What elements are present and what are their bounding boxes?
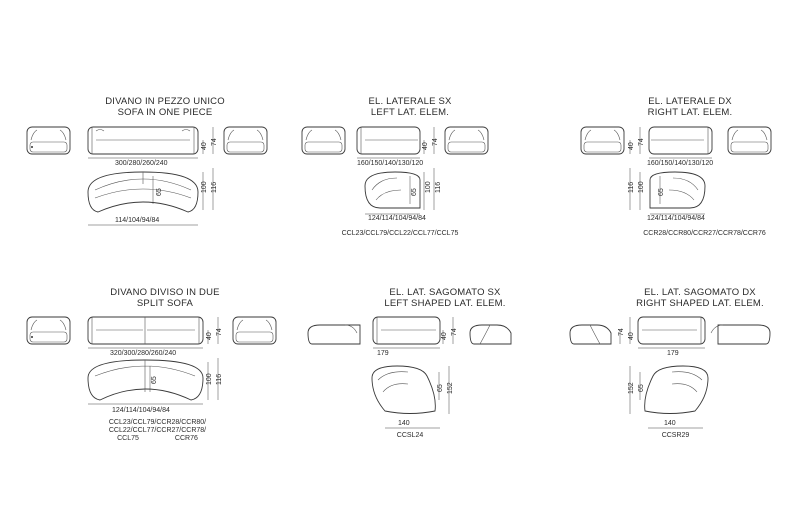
dim-width: 179	[667, 350, 679, 357]
panel-title-right-shaped: EL. LAT. SAGOMATO DX RIGHT SHAPED LAT. E…	[625, 287, 775, 309]
dim-d65: 65	[151, 376, 158, 384]
model-codes: CCR28/CCR80/CCR27/CCR78/CCR76	[643, 230, 766, 237]
model-codes: CCL23/CCL79/CCL22/CCL77/CCL75	[341, 230, 459, 237]
dim-h74: 74	[216, 328, 223, 336]
dim-d65: 65	[156, 188, 163, 196]
code-left: CCL75	[117, 435, 139, 442]
panel-title-right-lat: EL. LATERALE DX RIGHT LAT. ELEM.	[625, 96, 755, 118]
dim-d65: 65	[411, 188, 418, 196]
dim-d152: 152	[628, 382, 635, 394]
model-codes: CCSR29	[661, 432, 690, 439]
dim-h74: 74	[211, 138, 218, 146]
dim-depth: 140	[664, 420, 676, 427]
title-line-it: EL. LATERALE SX	[368, 96, 452, 107]
title-line-en: SOFA IN ONE PIECE	[117, 107, 213, 118]
dim-h40: 40	[201, 142, 208, 150]
dim-h40: 40	[628, 332, 635, 340]
model-codes: CCL23/CCL79/CCR28/CCR80/ CCL22/CCL77/CCR…	[95, 419, 220, 443]
dim-depth: 124/114/104/94/84	[368, 215, 426, 222]
dim-width: 320/300/280/260/240	[110, 350, 176, 357]
code-right: CCR76	[174, 435, 198, 442]
dim-d152: 152	[447, 382, 454, 394]
title-line-it: DIVANO DIVISO IN DUE	[110, 287, 220, 298]
dim-h74: 74	[451, 328, 458, 336]
dim-d116: 116	[216, 374, 223, 385]
dim-d65: 65	[638, 384, 645, 392]
dim-d100: 100	[201, 181, 208, 193]
dim-width: 300/280/260/240	[115, 160, 168, 167]
dim-h74: 74	[618, 328, 625, 336]
dim-width: 179	[377, 350, 389, 357]
panel-title-sofa-one-piece: DIVANO IN PEZZO UNICO SOFA IN ONE PIECE	[90, 96, 240, 118]
dim-d100: 100	[638, 181, 645, 193]
dim-width: 160/150/140/130/120	[647, 160, 713, 167]
dim-h40: 40	[422, 142, 429, 150]
panel-title-split-sofa: DIVANO DIVISO IN DUE SPLIT SOFA	[95, 287, 235, 309]
title-line-en: LEFT SHAPED LAT. ELEM.	[384, 298, 506, 309]
codes-line: CCL22/CCL77/CCR27/CCR78/	[108, 427, 207, 434]
title-line-it: EL. LATERALE DX	[648, 96, 732, 107]
dim-h74: 74	[638, 138, 645, 146]
title-line-it: EL. LAT. SAGOMATO DX	[644, 287, 756, 298]
dim-h74: 74	[432, 138, 439, 146]
dim-depth: 124/114/104/94/84	[647, 215, 705, 222]
codes-line: CCL75 CCR76	[95, 435, 220, 443]
title-line-en: SPLIT SOFA	[136, 298, 194, 309]
title-line-en: RIGHT LAT. ELEM.	[647, 107, 733, 118]
dim-h40: 40	[628, 142, 635, 150]
title-line-en: LEFT LAT. ELEM.	[370, 107, 450, 118]
dim-depth: 140	[398, 420, 410, 427]
dim-d116: 116	[628, 182, 635, 193]
dim-d65: 65	[437, 384, 444, 392]
dim-d116: 116	[211, 182, 218, 193]
dim-d100: 100	[425, 181, 432, 193]
title-line-it: DIVANO IN PEZZO UNICO	[105, 96, 225, 107]
dim-d65: 65	[658, 188, 665, 196]
panel-title-left-lat: EL. LATERALE SX LEFT LAT. ELEM.	[345, 96, 475, 118]
dim-width: 160/150/140/130/120	[357, 160, 423, 167]
dim-depth: 124/114/104/94/84	[112, 407, 170, 414]
dim-d100: 100	[206, 373, 213, 385]
dim-d116: 116	[435, 182, 442, 193]
title-line-en: RIGHT SHAPED LAT. ELEM.	[636, 298, 764, 309]
codes-line: CCL23/CCL79/CCR28/CCR80/	[108, 419, 207, 426]
model-codes: CCSL24	[396, 432, 424, 439]
dim-h40: 40	[206, 332, 213, 340]
panel-title-left-shaped: EL. LAT. SAGOMATO SX LEFT SHAPED LAT. EL…	[375, 287, 515, 309]
title-line-it: EL. LAT. SAGOMATO SX	[389, 287, 501, 298]
dim-h40: 40	[441, 332, 448, 340]
dim-depth: 114/104/94/84	[115, 217, 159, 224]
